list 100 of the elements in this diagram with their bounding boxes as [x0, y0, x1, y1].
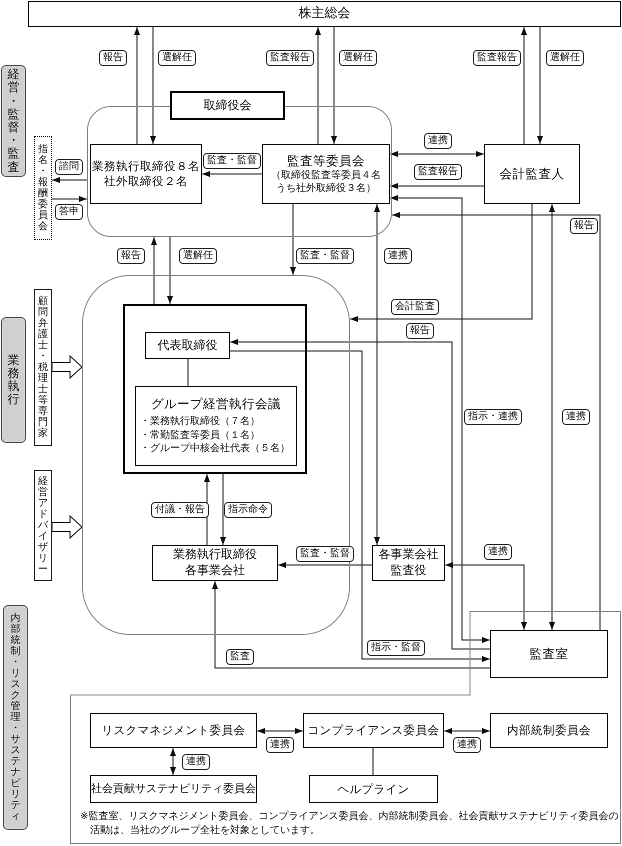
executive-frame	[123, 304, 307, 474]
edge-label: 選解任	[339, 50, 377, 66]
edge-label: 指示・連携	[464, 409, 522, 425]
node-label: 業務執行取締役各事業会社	[173, 547, 257, 579]
node-label: 内部統制委員会	[507, 723, 591, 738]
node-label: 代表取締役	[158, 338, 218, 354]
hollow-arrow	[52, 354, 83, 380]
arrow	[256, 728, 304, 734]
committee-box	[90, 713, 257, 748]
arrow	[390, 183, 484, 189]
edge-label: 監査・監督	[296, 546, 354, 562]
edge-label: 答申	[55, 204, 83, 220]
list-item: ・業務執行取締役（７名）	[140, 415, 260, 429]
edge-label: 監査・監督	[296, 248, 354, 264]
edge-label: 連携	[484, 544, 512, 560]
subsidiary-box	[152, 545, 278, 581]
arrow	[350, 204, 532, 322]
edge-label: 選解任	[546, 50, 584, 66]
node-label: リスクマネジメント委員会	[102, 723, 246, 738]
edge-label: 監査	[226, 649, 254, 665]
arrow	[537, 26, 543, 144]
list-item: ・グループ中核会社代表（５名）	[140, 442, 290, 456]
arrow	[444, 728, 490, 734]
arrow	[52, 196, 88, 202]
edge-label: 報告	[99, 50, 127, 66]
edge-label: 連携	[453, 737, 481, 753]
vertical-label: 経営アドバイザリー	[38, 476, 48, 575]
edge-label: 監査報告	[414, 164, 462, 180]
node-label: 会計監査人	[500, 166, 564, 182]
section-label: 経営・監督・監査	[8, 68, 20, 174]
edge-label: 連携	[384, 248, 412, 264]
edge-label: 付議・報告	[151, 502, 209, 518]
node-note: （取締役監査等委員４名うち社外取締役３名）	[271, 169, 381, 196]
arrow	[392, 212, 600, 630]
node-label: コンプライアンス委員会	[308, 723, 440, 738]
edge-label: 選解任	[179, 248, 217, 264]
arrow	[374, 204, 380, 546]
arrow	[212, 580, 490, 668]
arrow	[278, 562, 372, 568]
node-label: 社会貢献サステナビリティ委員会	[91, 782, 256, 796]
vertical-label: 顧問弁護士・税理士等専門家	[38, 296, 48, 439]
section-label: 内部統制・リスク管理・サステナビリティ	[10, 613, 20, 822]
arrow	[202, 171, 262, 177]
edge-label: 諮問	[55, 159, 83, 175]
directors-box	[90, 144, 202, 204]
edge-label: 報告	[117, 248, 145, 264]
edge-label: 指示命令	[224, 502, 272, 518]
arrow	[151, 236, 157, 304]
arrow	[220, 474, 226, 546]
advisor-box	[34, 289, 52, 446]
edge-label: 監査報告	[266, 50, 314, 66]
arrow	[444, 562, 527, 630]
arrow	[134, 26, 140, 144]
node-label: 株主総会	[298, 6, 350, 22]
committee-box	[262, 144, 390, 204]
committee-box	[90, 775, 257, 803]
meeting-box	[135, 386, 297, 466]
arrow	[331, 26, 337, 144]
arrow	[390, 151, 484, 157]
internal-control-area	[70, 611, 621, 844]
auditor-box	[372, 545, 445, 581]
footnote: ※監査室、リスクマネジメント委員会、コンプライアンス委員会、内部統制委員会、社会貢献サステナビリティ委員会の活動は、当社のグループ全社を対象としています。	[80, 810, 620, 838]
board-heading: 取締役会	[170, 91, 285, 120]
node-label: グループ経営執行会議	[151, 396, 281, 412]
edge-label: 指示・監督	[367, 640, 425, 656]
node-label: ヘルプライン	[338, 782, 410, 796]
connector-line	[372, 748, 374, 776]
auditor-box	[484, 144, 580, 204]
edge-label: 連携	[562, 409, 590, 425]
arrow	[290, 204, 296, 276]
president-box	[145, 332, 230, 359]
arrow	[52, 177, 88, 183]
node-label: 業務執行取締役８名社外取締役２名	[91, 159, 201, 189]
edge-label: 監査報告	[473, 50, 521, 66]
edge-label: 連携	[266, 737, 294, 753]
edge-label: 監査・監督	[203, 153, 261, 169]
audit-office-box	[490, 630, 608, 678]
arrow	[549, 204, 555, 630]
edge-label: 報告	[570, 218, 598, 234]
meeting-box	[28, 1, 621, 27]
edge-label: 報告	[406, 323, 434, 339]
node-label: 監査室	[530, 646, 568, 662]
arrow	[150, 26, 156, 144]
committee-box	[34, 136, 52, 240]
node-label: 監査等委員会	[287, 152, 365, 170]
node-label: 各事業会社監査役	[378, 547, 438, 579]
advisor-box	[34, 470, 52, 581]
execution-group	[82, 275, 350, 635]
edge-label: 会計監査	[391, 299, 439, 315]
vertical-label: 指名・報酬委員会	[38, 144, 48, 232]
arrow	[390, 195, 490, 643]
arrow	[170, 748, 176, 776]
helpline-box	[309, 775, 438, 803]
list-item: ・常勤監査等委員（１名）	[140, 428, 260, 442]
edge-label: 選解任	[158, 50, 196, 66]
hollow-arrow	[52, 514, 83, 540]
edge-label: 連携	[424, 133, 452, 149]
committee-box	[303, 713, 444, 748]
committee-box	[490, 713, 608, 748]
arrow	[521, 26, 527, 144]
